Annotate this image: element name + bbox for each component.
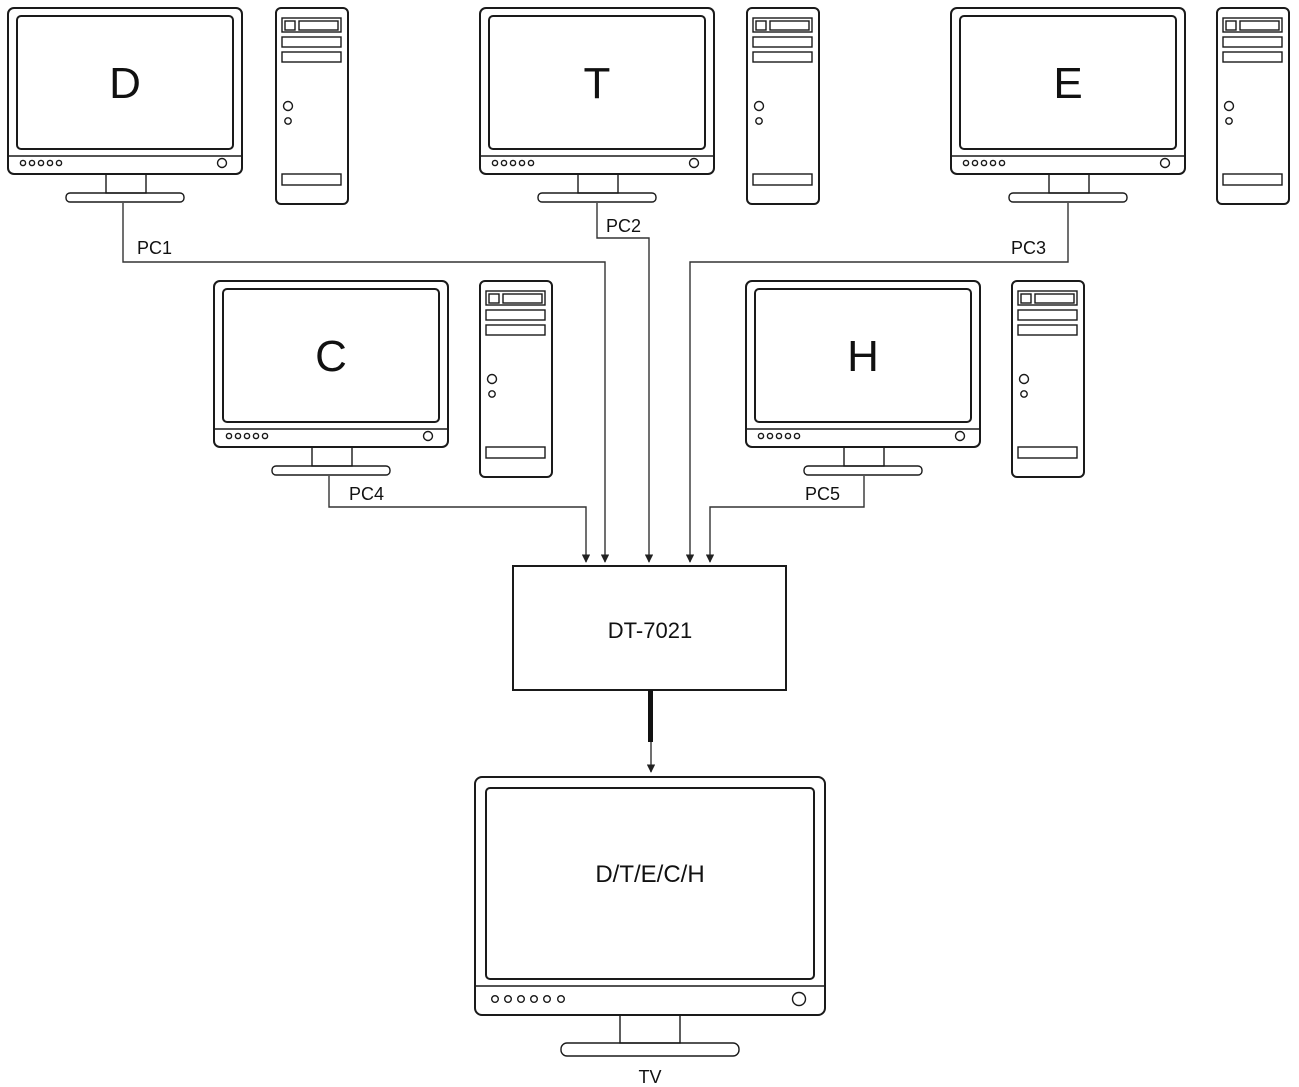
screen-letter-pc3: E bbox=[1053, 59, 1082, 108]
monitor-icon: C bbox=[213, 280, 449, 476]
workstation-pc4: C bbox=[213, 280, 553, 478]
workstation-pc5: H bbox=[745, 280, 1085, 478]
workstation-pc3: E bbox=[950, 7, 1290, 205]
screen-letter-pc2: T bbox=[584, 59, 611, 108]
cable-pc3 bbox=[685, 203, 1069, 563]
pc-tower-icon bbox=[746, 7, 820, 205]
monitor-icon: E bbox=[950, 7, 1186, 203]
cable-label-pc5: PC5 bbox=[805, 484, 840, 504]
cable-label-pc1: PC1 bbox=[137, 238, 172, 258]
workstation-pc2: T bbox=[479, 7, 820, 205]
screen-letter-pc4: C bbox=[315, 332, 347, 381]
cable-label-pc4: PC4 bbox=[349, 484, 384, 504]
cable-label-pc2: PC2 bbox=[606, 216, 641, 236]
monitor-icon: H bbox=[745, 280, 981, 476]
tv-icon bbox=[474, 776, 826, 1057]
cable-label-pc3: PC3 bbox=[1011, 238, 1046, 258]
output-cable bbox=[646, 690, 656, 773]
screen-letter-pc5: H bbox=[847, 332, 879, 381]
cable-pc5 bbox=[705, 476, 865, 563]
workstation-pc1: D bbox=[7, 7, 349, 205]
kvm-switch-device: DT-7021 bbox=[512, 565, 787, 691]
pc-tower-icon bbox=[1216, 7, 1290, 205]
device-label: DT-7021 bbox=[608, 618, 692, 643]
monitor-icon: D bbox=[7, 7, 243, 203]
tv-display: D/T/E/C/H TV bbox=[474, 776, 826, 1087]
monitor-icon: T bbox=[479, 7, 715, 203]
cable-pc4 bbox=[328, 476, 591, 563]
cable-pc2 bbox=[596, 203, 654, 563]
pc-tower-icon bbox=[479, 280, 553, 478]
tv-caption: TV bbox=[638, 1067, 661, 1087]
tv-screen-text: D/T/E/C/H bbox=[595, 861, 704, 888]
cables bbox=[122, 203, 1069, 563]
screen-letter-pc1: D bbox=[109, 59, 141, 108]
pc-tower-icon bbox=[1011, 280, 1085, 478]
cable-pc1 bbox=[122, 203, 610, 563]
pc-tower-icon bbox=[275, 7, 349, 205]
